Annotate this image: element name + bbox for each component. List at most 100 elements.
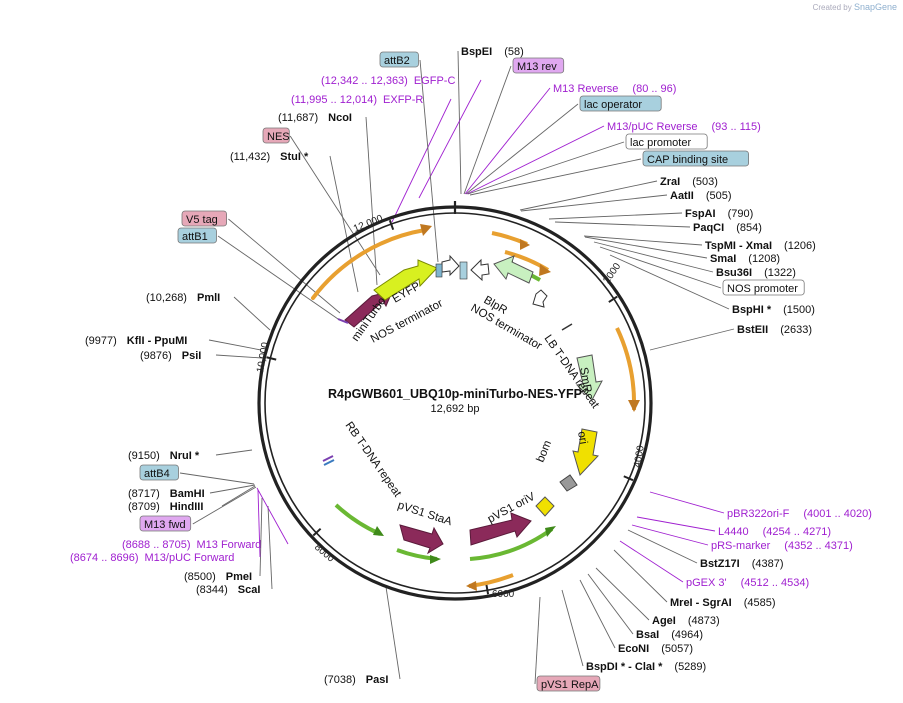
primer-name: M13 Reverse [553, 83, 618, 95]
feature-tag-label: M13 fwd [144, 519, 186, 531]
site-position: (10,268) [146, 292, 187, 304]
leader-line [554, 221, 691, 228]
arrowhead [628, 400, 640, 412]
restriction-site-label: (8344)ScaI [196, 584, 260, 596]
site-name: StuI * [280, 151, 309, 163]
leader-line [469, 158, 642, 196]
primer-label: M13/pUC Reverse(93 .. 115) [607, 121, 761, 133]
site-position: (8717) [128, 488, 160, 500]
feature-tag-box [139, 515, 192, 532]
restriction-site-label: AatII(505) [670, 190, 732, 202]
smr-arrow [575, 354, 603, 401]
feature-tag-box [625, 133, 708, 150]
site-name: FspAI [685, 208, 716, 220]
arrowhead [420, 224, 432, 236]
rb-tdna-mark-2 [323, 459, 335, 466]
feature-label: RB T-DNA repeat [343, 420, 404, 500]
leader-line [599, 246, 722, 289]
tick-mark [608, 295, 618, 303]
snapgene-logo-text: SnapGene [853, 2, 897, 12]
site-position: (505) [706, 190, 732, 202]
plasmid-size: 12,692 bp [431, 403, 480, 415]
leader-line [613, 549, 668, 603]
site-name: BstEII [737, 324, 768, 336]
pvs1-staa-arrow [399, 524, 444, 555]
site-position: (1322) [764, 267, 796, 279]
feature-tag-label: NOS promoter [727, 283, 798, 295]
leader-line [627, 529, 698, 564]
primer-position: (8674 .. 8696) [70, 552, 139, 564]
leader-line [418, 79, 482, 199]
restriction-site-label: FspAI(790) [685, 208, 753, 220]
primer-position: (4512 .. 4534) [741, 577, 810, 589]
site-name: AgeI [652, 615, 676, 627]
primer-label: M13 Reverse(80 .. 96) [553, 83, 676, 95]
feature-tag-label: attB2 [384, 55, 410, 67]
restriction-site-label: (11,687)NcoI [278, 112, 352, 124]
attb-box-top [435, 263, 443, 278]
site-position: (8709) [128, 501, 160, 513]
orange-arc-left [311, 228, 427, 300]
lac-box-top [459, 261, 468, 280]
primer-position: (93 .. 115) [711, 121, 760, 133]
rb-tdna-mark [322, 455, 334, 462]
orange-arc-right [615, 327, 637, 411]
leader-line [561, 589, 584, 667]
site-name: BstZ17I [700, 558, 740, 570]
site-name: SmaI [710, 253, 736, 265]
leader-line [587, 573, 634, 635]
site-name: MreI - SgrAI [670, 597, 732, 609]
primer-label: (8674 .. 8696) M13/pUC Forward [70, 552, 234, 564]
primer-label: (11,995 .. 12,014)EXFP-R [291, 94, 423, 106]
restriction-site-label: (9977)KflI - PpuMI [85, 335, 187, 347]
site-name: BspDI * - ClaI * [586, 661, 663, 673]
restriction-site-label: AgeI(4873) [652, 615, 720, 627]
leader-line [520, 194, 668, 212]
feature-tag-label: NES [267, 131, 290, 143]
site-name: ZraI [660, 176, 680, 188]
leader-line [257, 489, 261, 558]
plasmid-name: R4pGWB601_UBQ10p-miniTurbo-NES-YFP [328, 387, 582, 401]
restriction-site-label: (8717)BamHI [128, 488, 205, 500]
restriction-site-label: BstZ17I(4387) [700, 558, 784, 570]
leader-line [463, 65, 512, 195]
feature-shapes [322, 254, 603, 555]
restriction-site-label: BspHI *(1500) [732, 304, 815, 316]
site-position: (4964) [671, 629, 703, 641]
feature-label: ori [575, 430, 589, 445]
site-position: (4585) [744, 597, 776, 609]
site-name: PmlI [197, 292, 220, 304]
tick-mark [485, 584, 490, 595]
lb-tdna-mark [561, 323, 573, 331]
blpr-arrow [493, 255, 534, 284]
restriction-site-label: (9150)NruI * [128, 450, 200, 462]
site-position: (58) [504, 46, 524, 58]
primer-name: EXFP-R [383, 94, 423, 106]
tick-label: 12,000 [352, 213, 385, 235]
arrowhead [520, 239, 530, 250]
restriction-site-label: BsaI (4964) [636, 629, 703, 641]
primer-label: L4440(4254 .. 4271) [718, 526, 831, 538]
site-position: (8344) [196, 584, 228, 596]
site-name: BspEI [461, 46, 492, 58]
leader-line [609, 254, 730, 310]
site-position: (5057) [661, 643, 693, 655]
primer-position: (4254 .. 4271) [763, 526, 832, 538]
tick-label: 6000 [492, 589, 515, 600]
primer-label: (12,342 .. 12,363)EGFP-C [321, 75, 455, 87]
primer-label: (8688 .. 8705)M13 Forward [122, 539, 261, 551]
leader-line [548, 212, 683, 220]
primer-name: pRS-marker [711, 540, 771, 552]
leader-line [217, 235, 339, 320]
leader-line [467, 141, 625, 195]
primer-position: (4352 .. 4371) [784, 540, 853, 552]
restriction-site-label: MreI - SgrAI (4585) [670, 597, 776, 609]
primer-name: M13/pUC Forward [145, 552, 235, 564]
leader-line [259, 497, 263, 577]
restriction-site-label: EcoNI(5057) [618, 643, 693, 655]
site-name: HindIII [170, 501, 204, 513]
site-name: BsaI [636, 629, 659, 641]
site-name: Bsu36I [716, 267, 752, 279]
leader-line [385, 586, 401, 680]
